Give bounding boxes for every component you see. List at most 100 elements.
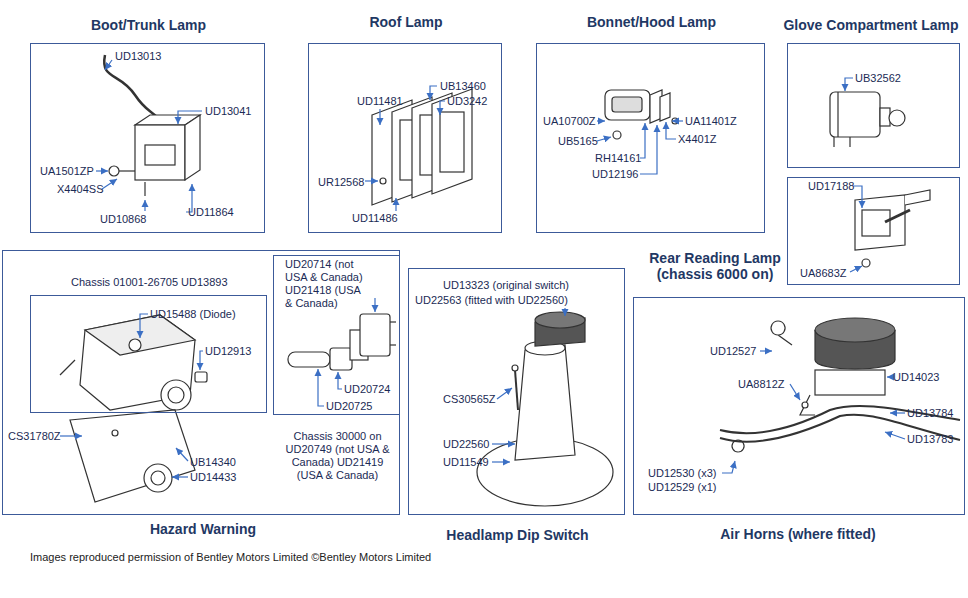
leader-lines-part	[666, 122, 676, 139]
air-horn-drawing-part	[815, 318, 895, 342]
boot-lamp-drawing	[104, 55, 200, 196]
bonnet-lamp-drawing-part	[605, 90, 650, 120]
leader-lines-part	[318, 369, 324, 406]
panel-title: Roof Lamp	[309, 14, 503, 30]
callout-number: UD21418 (USA & Canada)	[285, 284, 365, 310]
callout-number: UD12527	[710, 345, 756, 358]
leader-lines-part	[379, 109, 380, 125]
leader-lines-part	[760, 350, 772, 351]
callout-number: UD11864	[188, 206, 234, 219]
boot-lamp-drawing-part	[104, 55, 158, 118]
callout-number: UB13460	[440, 80, 486, 93]
callout-number: UD17188	[808, 180, 854, 193]
callout-number: UB5165	[558, 135, 598, 148]
callout-number: UD12530 (x3)	[648, 467, 716, 480]
callout-number: UD14023	[893, 371, 939, 384]
leader-lines-part	[338, 372, 342, 389]
bonnet-lamp-drawing-part	[613, 131, 621, 139]
hazard-plunger-drawing-part	[390, 344, 396, 345]
reading-lamp-drawing-part	[862, 259, 870, 267]
callout-number: UD13323 (original switch)	[443, 279, 569, 292]
boot-lamp-drawing-part	[144, 182, 145, 196]
callout-number: UD20714 (not USA & Canada)	[285, 258, 370, 284]
air-horn-drawing	[720, 318, 960, 452]
callout-number: UD14433	[190, 471, 236, 484]
leader-lines-part	[144, 200, 145, 211]
parts-panel: Glove Compartment Lamp	[787, 43, 960, 168]
reading-lamp-drawing	[855, 190, 930, 267]
bonnet-lamp-drawing-part	[612, 97, 642, 112]
callout-number: UB14340	[190, 456, 236, 469]
bonnet-lamp-drawing	[605, 90, 678, 139]
parts-panel: Boot/Trunk Lamp	[30, 43, 265, 233]
glove-lamp-drawing-part	[889, 110, 905, 126]
leader-lines-part	[492, 461, 510, 462]
hazard-switch-drawing-part	[60, 360, 75, 375]
leader-lines-part	[887, 376, 891, 377]
dip-switch-drawing-part	[515, 370, 518, 410]
leader-lines-part	[497, 388, 512, 399]
callout-number: UD12529 (x1)	[648, 481, 716, 494]
callout-number: UA10700Z	[543, 115, 596, 128]
leader-lines-part	[365, 180, 378, 181]
callout-number: UD15488 (Diode)	[150, 308, 236, 321]
callout-number: UA1501ZP	[40, 165, 94, 178]
leader-lines-part	[102, 179, 117, 189]
callout-number: UD13041	[205, 105, 251, 118]
callout-number: UA8812Z	[738, 378, 784, 391]
hazard-switch-drawing-part	[70, 410, 195, 502]
hazard-plunger-drawing-part	[288, 352, 330, 367]
hazard-switch-drawing-part	[85, 315, 195, 355]
panel-title: Bonnet/Hood Lamp	[537, 14, 766, 30]
leader-lines-part	[722, 461, 735, 473]
callout-number: UD11486	[352, 212, 398, 225]
hazard-switch-drawing-part	[168, 387, 184, 403]
callout-number: CS31780Z	[8, 430, 61, 443]
leader-lines-part	[172, 476, 188, 477]
callout-number: CS30565Z	[443, 393, 496, 406]
leader-lines-part	[395, 198, 396, 211]
air-horn-drawing-part	[815, 370, 885, 395]
bonnet-lamp-drawing-part	[660, 93, 670, 121]
boot-lamp-drawing-part	[135, 125, 185, 180]
callout-number: X4401Z	[678, 133, 717, 146]
leader-lines-part	[105, 60, 112, 70]
callout-number: UD10868	[100, 213, 146, 226]
callout-number: RH14161	[595, 152, 641, 165]
callout-number: UD12913	[205, 345, 251, 358]
hazard-switch-drawing-part	[161, 380, 191, 410]
boot-lamp-drawing-part	[109, 166, 119, 176]
glove-lamp-drawing	[830, 92, 905, 147]
roof-lamp-drawing-part	[440, 112, 464, 172]
callout-number: UD11481	[357, 95, 403, 108]
air-horn-drawing-part	[720, 406, 960, 433]
hazard-switch-drawing-part	[129, 339, 141, 351]
leader-lines-part	[96, 170, 108, 171]
air-horn-drawing-part	[732, 440, 744, 452]
glove-lamp-drawing-part	[830, 92, 880, 137]
callout-number: UA11401Z	[685, 115, 737, 128]
callout-number: UD13784	[907, 407, 953, 420]
leader-lines-part	[845, 78, 853, 91]
panel-title: Headlamp Dip Switch	[409, 527, 626, 543]
callout-number: UD13783	[907, 433, 953, 446]
panel-title: Boot/Trunk Lamp	[31, 17, 266, 33]
reading-lamp-drawing-part	[905, 190, 930, 205]
dip-switch-drawing-part	[535, 312, 585, 328]
roof-lamp-drawing-part	[380, 178, 386, 184]
copyright-caption: Images reproduced permission of Bentley …	[30, 551, 431, 563]
panel-title: Rear Reading Lamp (chassis 6000 on)	[646, 250, 784, 282]
leader-lines-part	[672, 120, 683, 121]
callout-number: UD12196	[592, 168, 638, 181]
callout-number: UR12568	[318, 176, 364, 189]
leader-lines-part	[60, 435, 82, 436]
hazard-switch-drawing-part	[144, 464, 172, 492]
dip-switch-drawing-part	[512, 365, 518, 371]
air-horn-drawing-part	[800, 395, 815, 415]
leader-lines-part	[640, 125, 657, 174]
panel-heading: Chassis 01001-26705 UD13893	[71, 276, 261, 289]
leader-lines-part	[140, 314, 148, 338]
leader-lines-part	[374, 298, 375, 312]
hazard-plunger-drawing	[288, 314, 396, 370]
hazard-switch-drawing-part	[151, 471, 165, 485]
